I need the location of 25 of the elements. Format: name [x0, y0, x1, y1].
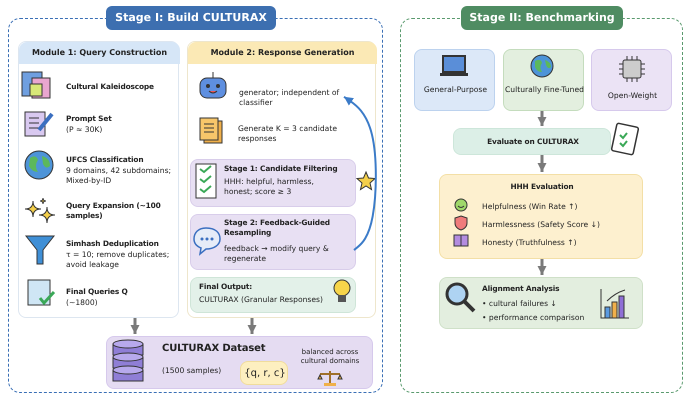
module-header: Module 2: Response Generation — [188, 42, 377, 64]
process-box — [453, 128, 611, 155]
dataset-box — [106, 336, 373, 389]
evaluation-box — [439, 174, 643, 259]
node-text: {q, r, c} — [243, 367, 287, 381]
arrow — [130, 318, 140, 334]
arrow — [538, 111, 546, 126]
arrow — [248, 318, 256, 334]
process-box — [190, 159, 356, 207]
node-text: CULTURAX Dataset — [162, 342, 266, 356]
arrow — [538, 259, 546, 275]
output-box — [190, 277, 356, 313]
model-type-box — [503, 49, 584, 111]
stage-title: Stage II: Benchmarking — [461, 6, 623, 30]
process-box — [190, 214, 356, 270]
arrow — [538, 155, 546, 172]
model-type-box — [591, 49, 672, 111]
analysis-box — [439, 277, 643, 329]
arrow — [343, 96, 377, 251]
module-panel — [187, 41, 376, 318]
model-type-box — [414, 49, 495, 111]
module-header: Module 1: Query Construction — [19, 42, 180, 64]
stage-title: Stage I: Build CULTURAX — [106, 6, 276, 30]
tuple-box — [240, 361, 288, 385]
module-panel — [18, 41, 179, 318]
